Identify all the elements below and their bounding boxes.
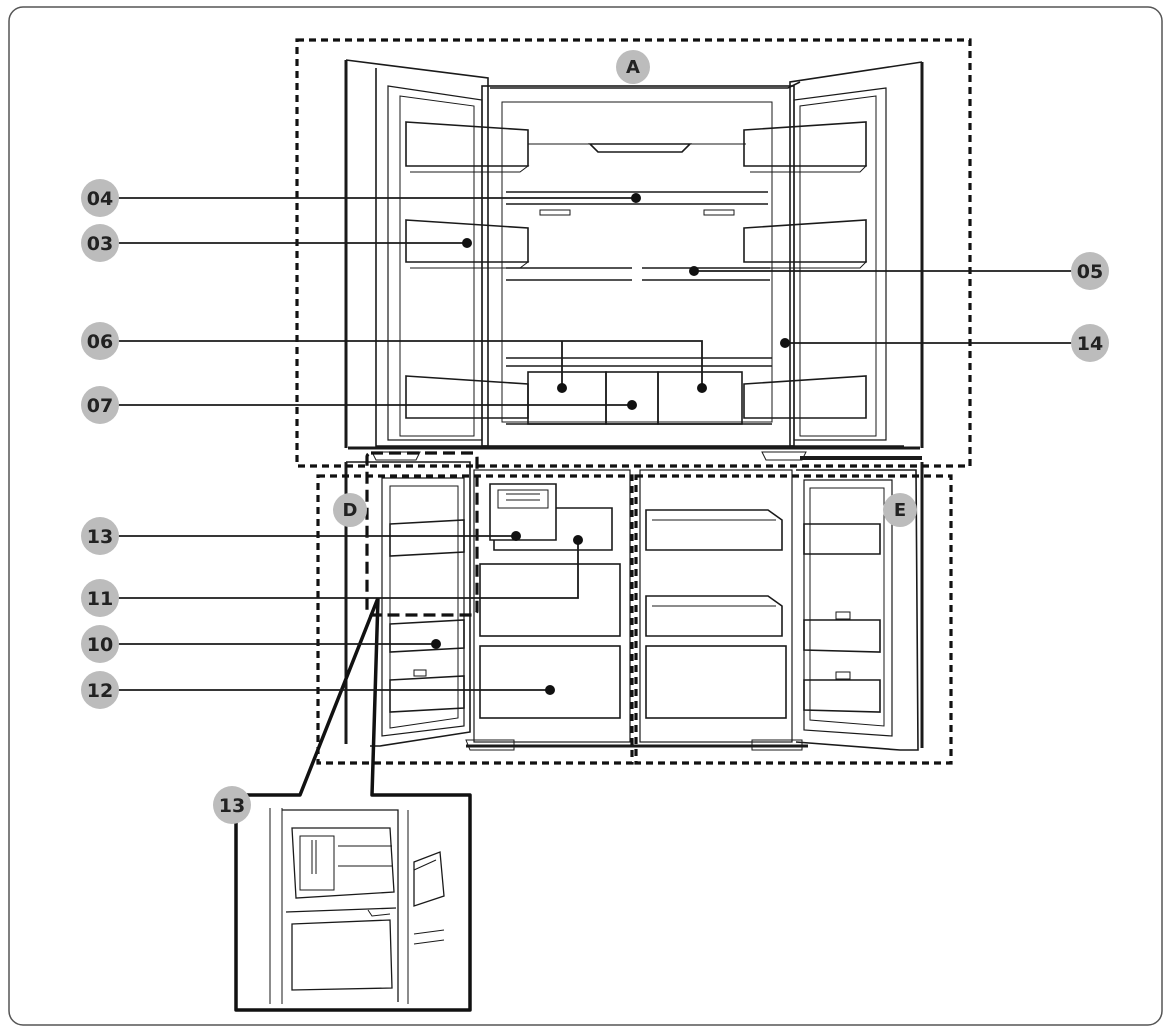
callout-badge-11: 11 bbox=[81, 579, 119, 617]
leader-11 bbox=[118, 540, 579, 599]
callout-label-03: 03 bbox=[87, 233, 113, 255]
callout-badge-06: 06 bbox=[81, 322, 119, 360]
region-badge-d: D bbox=[333, 493, 367, 527]
callout-label-05: 05 bbox=[1077, 261, 1103, 283]
callout-label-11: 11 bbox=[87, 588, 113, 610]
leader-dots bbox=[431, 193, 790, 695]
detail-highlight-outline bbox=[365, 451, 479, 617]
callout-badge-10: 10 bbox=[81, 625, 119, 663]
callout-badge-04: 04 bbox=[81, 179, 119, 217]
leader-06 bbox=[118, 340, 703, 388]
callout-label-14: 14 bbox=[1077, 333, 1103, 355]
region-a-outline bbox=[295, 38, 972, 468]
region-label-a: A bbox=[626, 57, 640, 78]
outer-border bbox=[8, 6, 1163, 1026]
detail-inset bbox=[234, 597, 472, 1012]
callout-badge-03: 03 bbox=[81, 224, 119, 262]
callout-badge-13-detail: 13 bbox=[213, 786, 251, 824]
region-label-e: E bbox=[894, 500, 906, 521]
callout-label-13: 13 bbox=[87, 526, 113, 548]
callout-badge-07: 07 bbox=[81, 386, 119, 424]
callout-badge-13: 13 bbox=[81, 517, 119, 555]
detail-callout-shape bbox=[234, 597, 472, 1012]
callout-label-12: 12 bbox=[87, 680, 113, 702]
callout-label-06: 06 bbox=[87, 331, 113, 353]
region-label-d: D bbox=[343, 500, 358, 521]
region-outlines bbox=[295, 38, 972, 765]
callout-badge-12: 12 bbox=[81, 671, 119, 709]
callout-label-07: 07 bbox=[87, 395, 113, 417]
callout-label-13-detail: 13 bbox=[219, 795, 245, 817]
fridge-compartment bbox=[344, 59, 924, 461]
callout-badge-14: 14 bbox=[1071, 324, 1109, 362]
region-badge-e: E bbox=[883, 493, 917, 527]
leader-lines bbox=[118, 197, 1072, 691]
region-e-outline bbox=[634, 474, 953, 765]
callout-label-04: 04 bbox=[87, 188, 113, 210]
callout-label-10: 10 bbox=[87, 634, 113, 656]
callout-badge-05: 05 bbox=[1071, 252, 1109, 290]
region-badge-a: A bbox=[616, 50, 650, 84]
region-d-outline bbox=[316, 474, 634, 765]
